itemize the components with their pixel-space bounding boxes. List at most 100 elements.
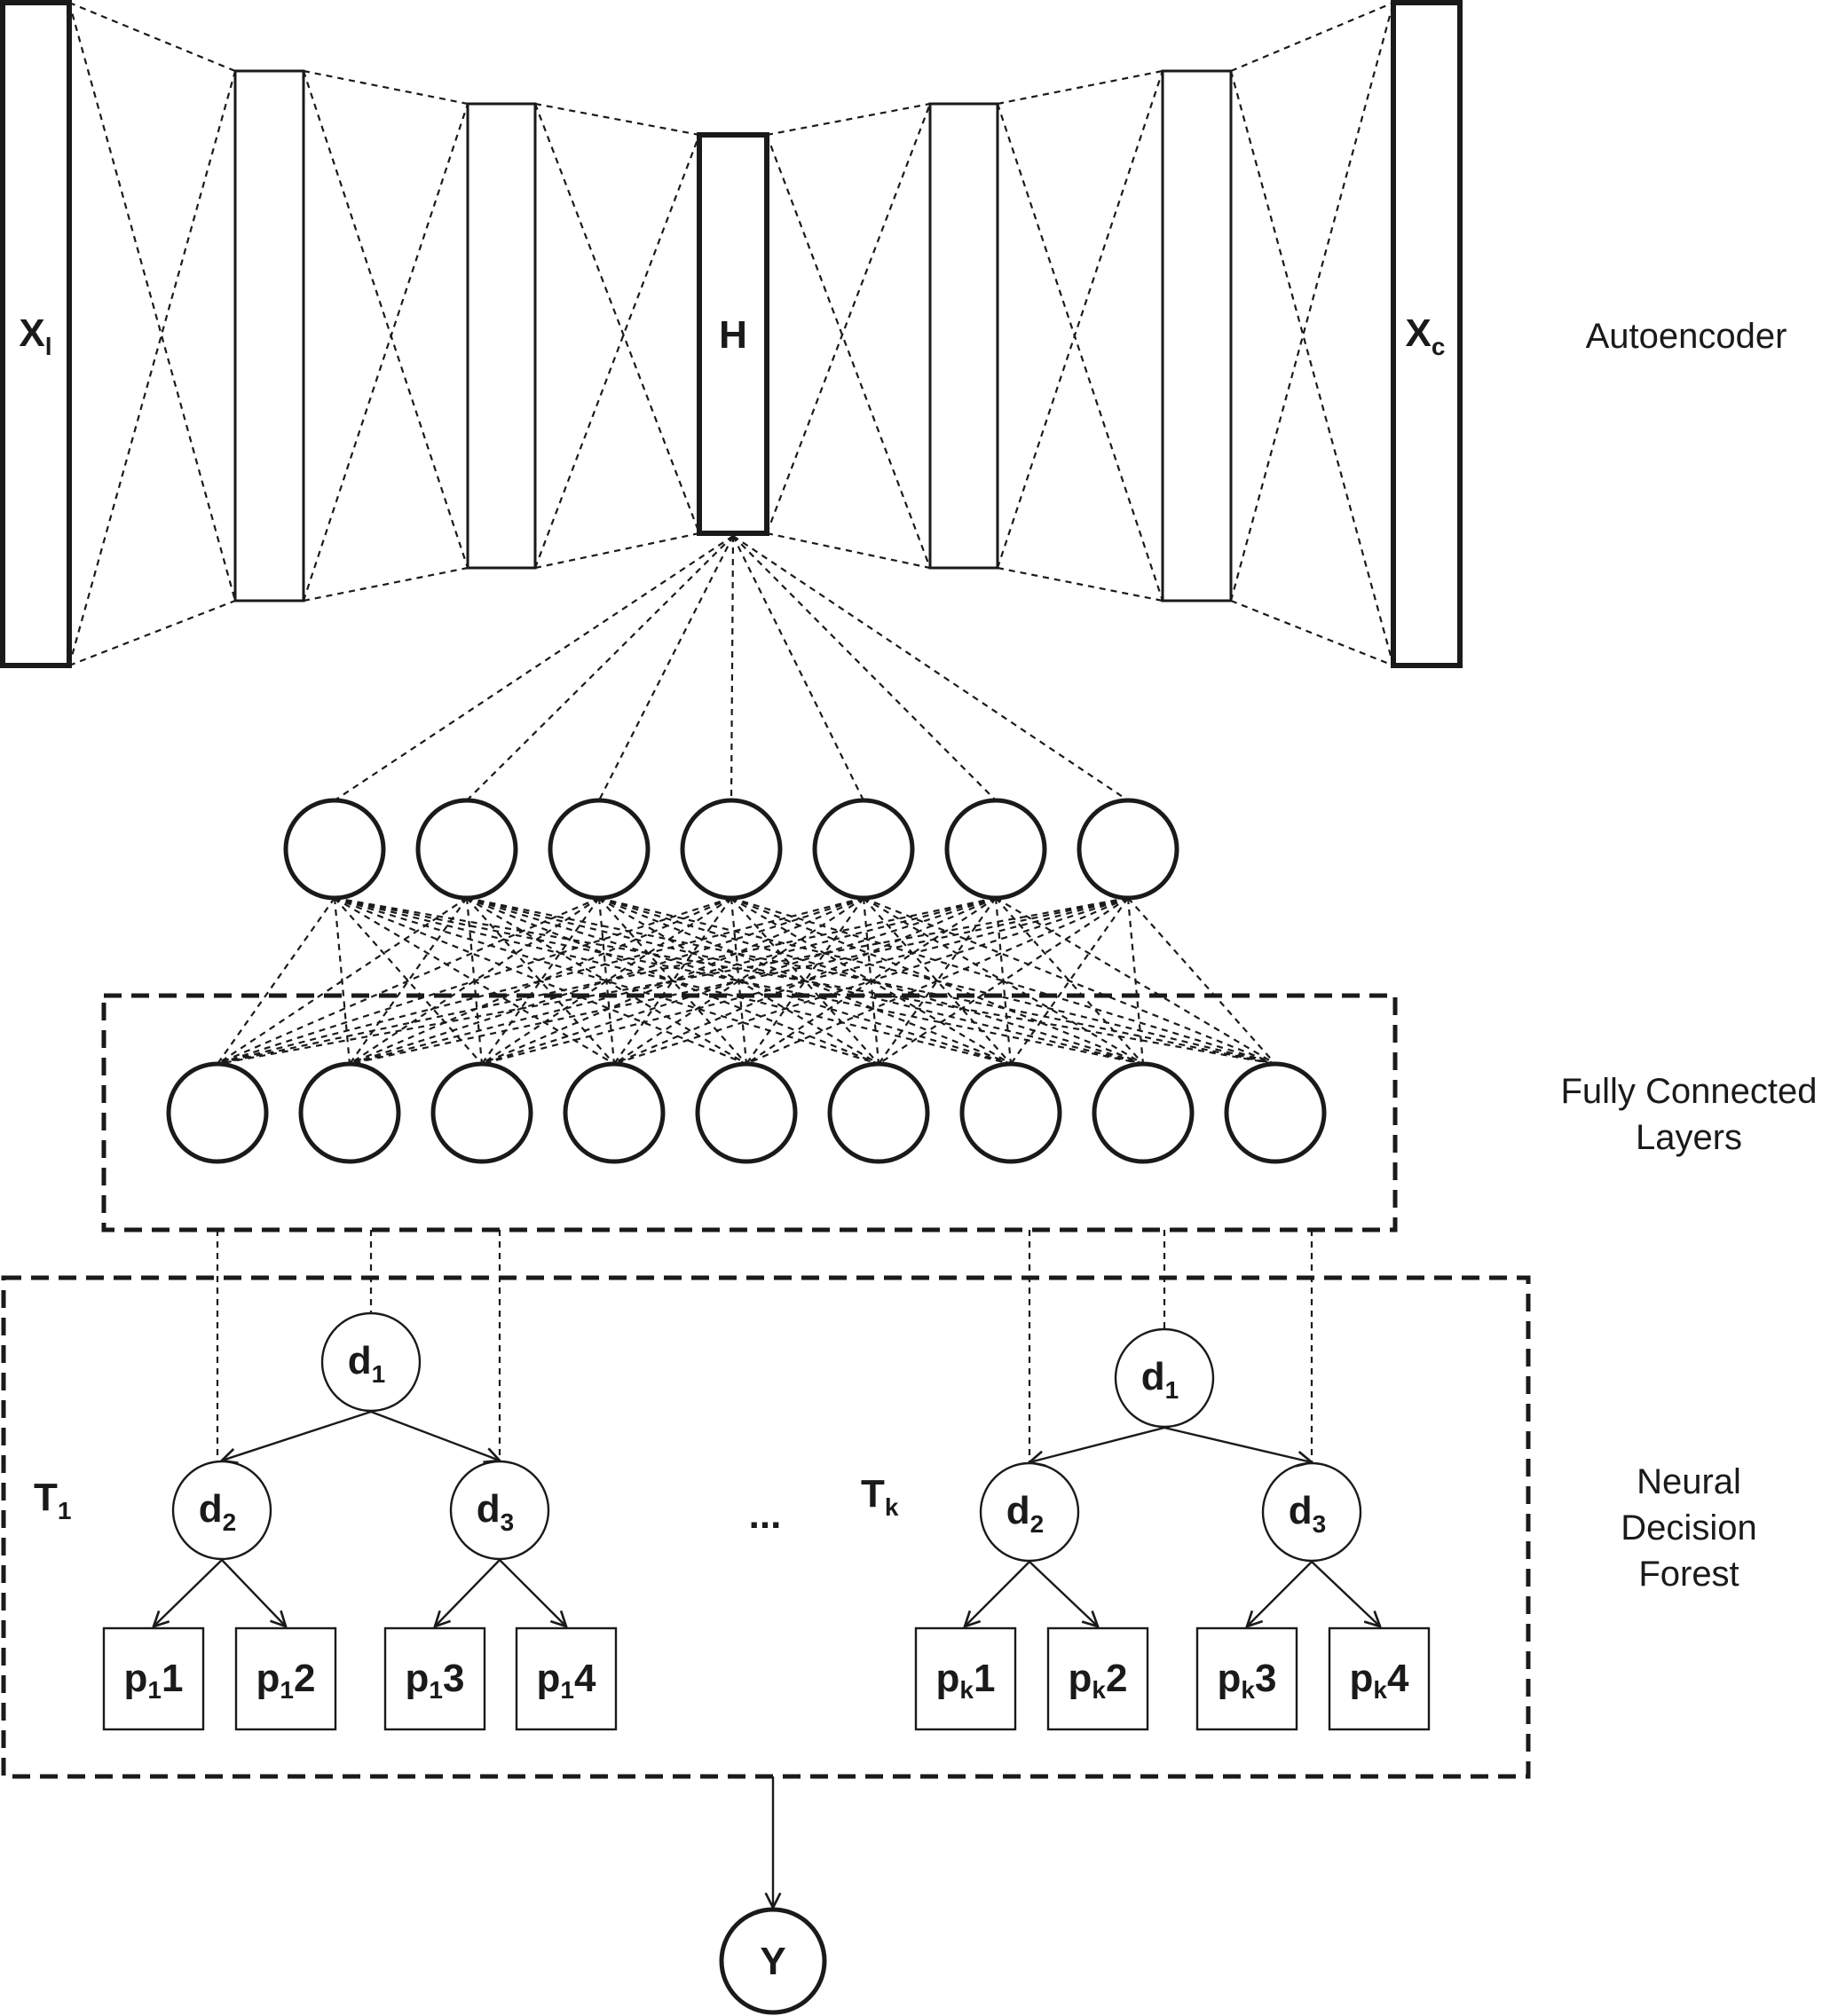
fc-layer-2-node-8 (1092, 1061, 1195, 1164)
output-layer-xc (1391, 0, 1463, 668)
tree-tk-label: Tk (861, 1472, 899, 1521)
fc-link (1126, 897, 1145, 1065)
autoencoder-link (68, 1, 236, 73)
autoencoder-link (1230, 1, 1394, 73)
fc-layer-1-node-5 (812, 798, 915, 901)
decision-forest-frame (1, 1275, 1531, 1779)
tree-tk-edge-d3-p3 (1247, 1561, 1313, 1626)
fc-link (730, 897, 880, 1065)
tree-tk-d2-label: d2 (1006, 1489, 1044, 1538)
fc-layer-1-node-1 (283, 798, 386, 901)
autoencoder-link (67, 2, 237, 602)
fc-section-label-line1: Fully Connected (1560, 1072, 1817, 1111)
hidden-to-fc-link (334, 535, 734, 801)
forest-section-label-line2: Decision (1621, 1508, 1756, 1547)
fc-layer-2-node-5 (695, 1061, 798, 1164)
tree-t1-label: T1 (34, 1476, 71, 1524)
fc-layer-2-node-1 (166, 1061, 269, 1164)
fc-link (217, 897, 468, 1065)
tree-tk-d3-label: d3 (1289, 1489, 1326, 1538)
tree-t1-leaf-2-label: p12 (256, 1657, 316, 1704)
fc-layer-2-node-2 (298, 1061, 401, 1164)
output-node-y (719, 1907, 827, 2015)
fc-link (613, 896, 997, 1066)
tree-tk-leaf-2-label: pk2 (1069, 1657, 1128, 1704)
decoder-layer-2 (1161, 69, 1233, 602)
autoencoder-link (303, 69, 469, 106)
tree-tk-edge-d2-p2 (1029, 1561, 1098, 1626)
tree-tk-edge-d1-d3 (1163, 1426, 1312, 1462)
fc-link (217, 897, 335, 1065)
fc-link (481, 897, 732, 1065)
fc-link (598, 897, 747, 1065)
fc-link (863, 897, 1012, 1065)
hidden-to-fc-link (732, 535, 1129, 801)
tree-tk-edge-d2-p1 (965, 1561, 1030, 1626)
input-layer-label: Xl (19, 311, 51, 360)
fc-layer-2 (166, 1061, 1327, 1164)
autoencoder-link (303, 566, 469, 602)
tree-t1-leaf-1 (102, 1626, 205, 1731)
hidden-to-fc-link (466, 535, 734, 801)
fc-link (349, 897, 600, 1065)
decoder-layer-1 (928, 102, 999, 570)
fully-connected-frame (101, 993, 1398, 1232)
encoder-layer-1 (233, 69, 305, 602)
tree-t1: T1 d1 d2 d3 p11 p12 p13 p14 (34, 1311, 618, 1731)
fc-layer-1-node-2 (415, 798, 518, 901)
tree-t1-d1-label: d1 (348, 1339, 385, 1388)
forest-section-label-line1: Neural (1637, 1462, 1741, 1501)
fc-layer-1-node-6 (944, 798, 1047, 901)
autoencoder-link (534, 102, 700, 137)
forest-ellipsis: ... (749, 1493, 782, 1537)
fc-layer-2-node-3 (430, 1061, 533, 1164)
tree-tk-node-d1 (1114, 1327, 1215, 1429)
autoencoder-link (996, 70, 1164, 569)
fc-link (349, 896, 997, 1066)
tree-t1-edge-d1-d3 (370, 1410, 500, 1461)
tree-tk: Tk d1 d2 d3 pk1 pk2 pk3 pk4 (861, 1327, 1431, 1731)
fc-layer-1-node-4 (680, 798, 783, 901)
output-node-label: Y (760, 1940, 785, 1983)
autoencoder-link (997, 69, 1163, 106)
forest-section-label-line3: Forest (1638, 1555, 1739, 1594)
tree-t1-d2-label: d2 (199, 1487, 236, 1536)
fc-layer-2-node-4 (563, 1061, 666, 1164)
tree-tk-leaf-1 (914, 1626, 1017, 1731)
input-layer-xl (0, 0, 72, 668)
fc-link (481, 896, 1129, 1066)
fc-link (745, 897, 997, 1065)
tree-t1-leaf-3 (383, 1626, 486, 1731)
tree-tk-leaf-4 (1328, 1626, 1431, 1731)
autoencoder-link (534, 532, 700, 570)
output-layer-label: Xc (1406, 311, 1446, 360)
autoencoder-link (68, 599, 236, 667)
fc-link (217, 896, 600, 1066)
tree-t1-node-d1 (320, 1311, 422, 1413)
fc-layer-1 (283, 798, 1179, 901)
hidden-layer-h (697, 132, 769, 536)
autoencoder-section-label: Autoencoder (1586, 317, 1787, 356)
hidden-to-fc-link (732, 535, 997, 801)
autoencoder-link (765, 134, 932, 569)
tree-t1-leaf-4-label: p14 (537, 1657, 596, 1704)
fc-link (994, 897, 1013, 1065)
tree-tk-edge-d3-p4 (1311, 1561, 1380, 1626)
autoencoder-link (302, 70, 469, 569)
fc-link (217, 896, 864, 1066)
tree-t1-leaf-3-label: p13 (406, 1657, 465, 1704)
fc-link (1127, 897, 1276, 1065)
tree-tk-d1-label: d1 (1141, 1355, 1179, 1404)
fc-layer-2-node-6 (827, 1061, 930, 1164)
tree-t1-edge-d1-d2 (222, 1410, 372, 1461)
autoencoder-link (996, 103, 1164, 602)
autoencoder-link (533, 134, 701, 569)
autoencoder-link (67, 70, 237, 666)
tree-t1-leaf-4 (515, 1626, 618, 1731)
fc-link (878, 897, 1129, 1065)
hidden-to-fc-link (732, 535, 864, 801)
fc-layer-2-node-7 (959, 1061, 1062, 1164)
autoencoder: Xl H Xc (0, 0, 1463, 668)
tree-t1-d3-label: d3 (477, 1487, 514, 1536)
